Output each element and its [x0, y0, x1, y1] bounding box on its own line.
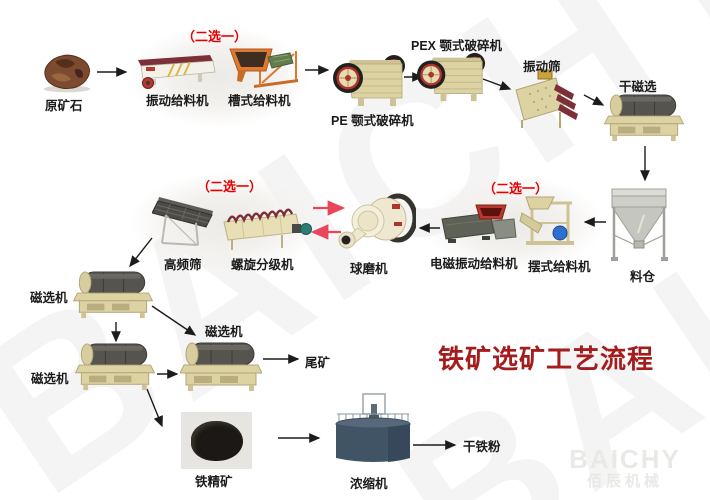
spiral-classifier-illustration: [222, 206, 314, 252]
label-choose-one-grinding: （二选一）: [197, 179, 263, 194]
arrow-magsep1-to-magsep3: [151, 305, 197, 336]
label-electromagnetic-vibrating-feeder: 电磁振动给料机: [430, 257, 518, 271]
dry-magnetic-separator-illustration: [604, 93, 684, 143]
arrow-screen-to-drymag: [583, 94, 605, 106]
arrow-magsep2-to-concentrate: [146, 388, 163, 428]
label-dry-magnetic-separation: 干磁选: [619, 80, 657, 94]
page-title: 铁矿选矿工艺流程: [438, 344, 655, 374]
label-iron-concentrate: 铁精矿: [195, 475, 233, 489]
label-silo: 料仓: [630, 270, 656, 284]
label-dry-iron-powder: 干铁粉: [463, 440, 501, 454]
raw-ore-image: [38, 50, 96, 94]
arrow-pex-to-screen: [482, 78, 512, 91]
electromagnetic-vibrating-feeder-illustration: [440, 203, 518, 248]
label-vibrating-feeder: 振动给料机: [146, 94, 209, 108]
arrow-hfscreen-to-magsep1: [129, 237, 153, 268]
ball-mill-illustration: [334, 192, 416, 250]
magnetic-separator-1-illustration: [72, 270, 154, 320]
label-trough-feeder: 槽式给料机: [228, 94, 291, 108]
label-raw-ore: 原矿石: [45, 99, 83, 113]
high-frequency-screen-illustration: [152, 195, 220, 250]
label-vibrating-screen: 振动筛: [523, 60, 561, 74]
label-high-frequency-screen: 高频筛: [164, 258, 202, 272]
pe-jaw-crusher-illustration: [332, 52, 406, 110]
magnetic-separator-2-illustration: [74, 342, 156, 392]
baichy-logo: BAICHY 佰辰机械: [560, 446, 690, 489]
label-magnetic-separator-3: 磁选机: [205, 325, 243, 339]
label-ball-mill: 球磨机: [350, 262, 388, 276]
trough-feeder-illustration: [226, 45, 301, 90]
iron-concentrate-image: [181, 412, 252, 469]
label-magnetic-separator-1: 磁选机: [30, 291, 68, 305]
iron-powder-pile: [190, 420, 243, 461]
silo-illustration: [604, 185, 674, 265]
label-choose-one-feeders: （二选一）: [182, 29, 248, 44]
label-pendulum-feeder: 摆式给料机: [528, 260, 591, 274]
label-thickener: 浓缩机: [350, 477, 388, 491]
label-magnetic-separator-2: 磁选机: [31, 372, 69, 386]
label-spiral-classifier: 螺旋分级机: [231, 258, 294, 272]
vibrating-feeder-illustration: [134, 52, 219, 92]
baichy-logo-chinese: 佰辰机械: [586, 473, 663, 490]
label-pex-jaw-crusher: PEX 颚式破碎机: [411, 39, 502, 53]
label-tailings: 尾矿: [305, 356, 331, 370]
label-choose-one-feeders-2: （二选一）: [483, 181, 549, 196]
vibrating-screen-illustration: [512, 68, 584, 130]
pendulum-feeder-illustration: [518, 195, 588, 250]
pex-jaw-crusher-illustration: [416, 50, 486, 105]
magnetic-separator-3-illustration: [180, 340, 262, 394]
label-pe-jaw-crusher: PE 颚式破碎机: [331, 114, 414, 128]
baichy-logo-text: BAICHY: [569, 444, 681, 474]
thickener-illustration: [333, 392, 413, 472]
